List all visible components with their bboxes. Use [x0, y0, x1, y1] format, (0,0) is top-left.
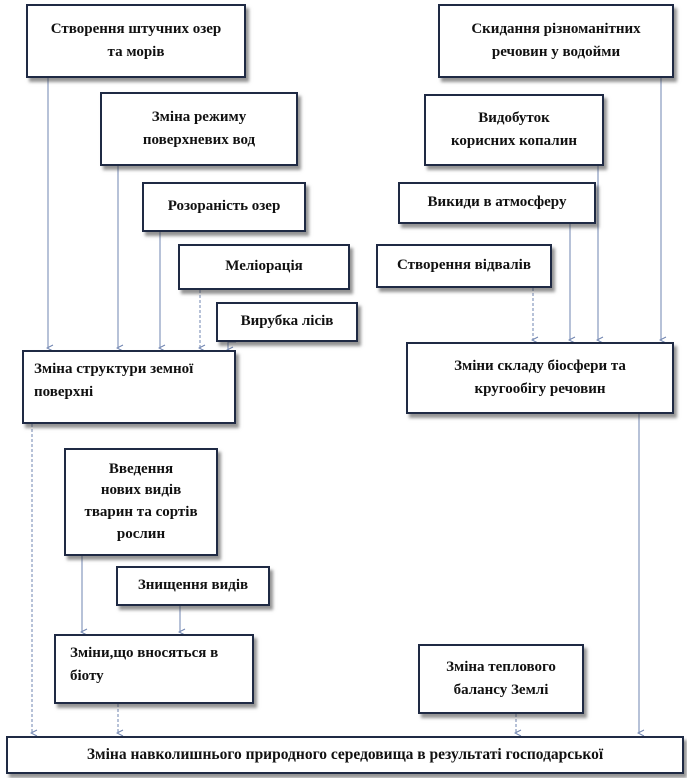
node-emissions: Викиди в атмосферу: [398, 182, 596, 224]
node-species-destruction: Знищення видів: [116, 566, 270, 606]
node-surface-structure: Зміна структури земної поверхні: [22, 350, 236, 424]
node-spoil-heaps: Створення відвалів: [376, 244, 552, 288]
node-surface-water-regime: Зміна режиму поверхневих вод: [100, 92, 298, 166]
node-biosphere-changes: Зміни складу біосфери та кругообігу речо…: [406, 342, 674, 414]
node-biota-changes: Зміни,що вносяться в біоту: [54, 634, 254, 704]
node-lake-plowing: Розораність озер: [142, 182, 306, 232]
arrow-deforestation-to-surface: [228, 341, 236, 350]
node-heat-balance: Зміна теплового балансу Землі: [418, 644, 584, 714]
node-deforestation: Вирубка лісів: [216, 302, 358, 342]
node-mining: Видобуток корисних копалин: [424, 94, 604, 166]
node-artificial-lakes: Створення штучних озер та морів: [26, 4, 246, 78]
node-waste-dumping: Скидання різноманітних речовин у водойми: [438, 4, 674, 78]
node-environment-change: Зміна навколишнього природного середовищ…: [6, 736, 684, 774]
node-new-species: Введення нових видів тварин та сортів ро…: [64, 448, 218, 556]
node-melioration: Меліорація: [178, 244, 350, 290]
